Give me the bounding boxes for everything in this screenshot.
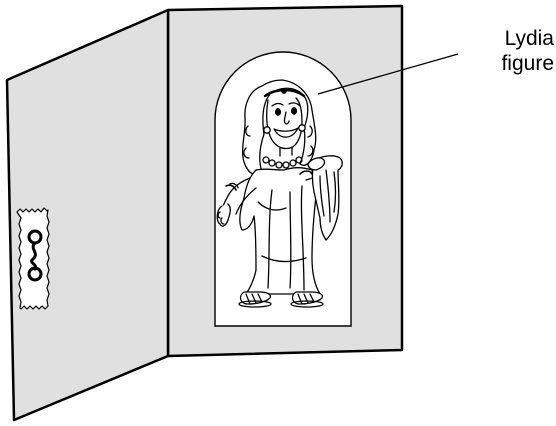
callout-label-line1: Lydia bbox=[454, 26, 554, 51]
pouch-with-hook-icon bbox=[17, 208, 49, 309]
callout-label-line2: figure bbox=[454, 51, 554, 76]
